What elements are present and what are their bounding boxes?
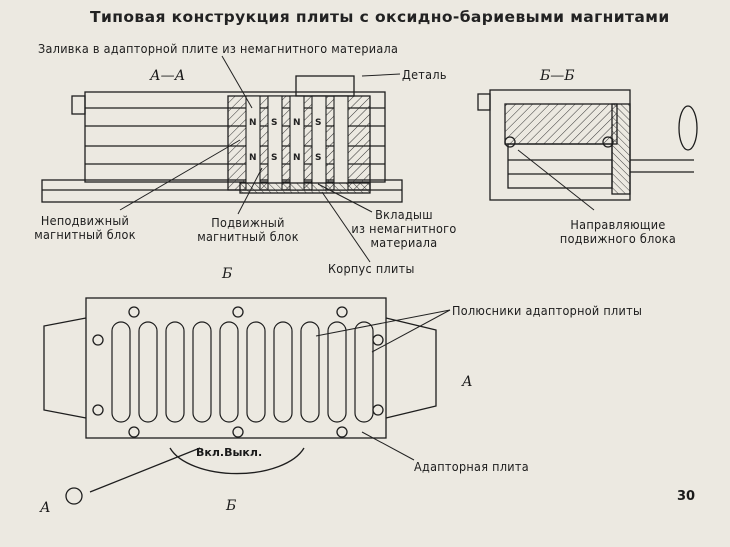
left-end-stop bbox=[71, 95, 86, 115]
label-insert-line3: материала bbox=[370, 235, 438, 250]
section-bb-caption: Б—Б bbox=[540, 68, 575, 84]
section-a-mark-left: А bbox=[40, 500, 51, 516]
pole-letter-group: N S N S N S N S bbox=[249, 118, 321, 163]
slide-title: Типовая конструкция плиты с оксидно-бари… bbox=[90, 8, 670, 26]
label-adapter-plate: Адапторная плита bbox=[414, 459, 529, 474]
pole-letter: N bbox=[249, 153, 257, 163]
part-workpiece bbox=[295, 75, 355, 97]
plan-view bbox=[43, 297, 437, 505]
left-flange bbox=[43, 317, 87, 419]
label-moving-block-line1: Подвижный bbox=[211, 215, 285, 230]
label-insert-line2: из немагнитного bbox=[351, 221, 457, 236]
label-guides-line2: подвижного блока bbox=[559, 231, 677, 246]
label-body: Корпус плиты bbox=[328, 261, 415, 276]
page-number: 30 bbox=[677, 489, 696, 504]
base-body-plate bbox=[41, 179, 403, 203]
label-guides-line1: Направляющие bbox=[570, 217, 666, 232]
pole-letter: N bbox=[293, 153, 301, 163]
lever-arm bbox=[89, 447, 201, 493]
label-moving-block-line2: магнитный блок bbox=[197, 229, 299, 244]
bb-roller-right bbox=[602, 136, 614, 148]
label-guides: Направляющие подвижного блока bbox=[556, 218, 680, 246]
pole-letter: S bbox=[315, 118, 321, 128]
mounting-holes bbox=[92, 306, 384, 438]
plate-outline bbox=[85, 297, 387, 439]
section-aa-caption: А—А bbox=[150, 68, 186, 84]
bb-side-guide bbox=[611, 103, 631, 195]
leader-lines bbox=[119, 55, 595, 461]
pole-letter: S bbox=[271, 118, 277, 128]
pole-letter: S bbox=[271, 153, 277, 163]
label-part: Деталь bbox=[402, 67, 447, 82]
bb-handle-knob bbox=[678, 105, 698, 151]
bb-magnet-block bbox=[507, 143, 613, 189]
label-fill-adapter: Заливка в адапторной плите из немагнитно… bbox=[38, 41, 399, 56]
bb-clamp bbox=[477, 93, 491, 111]
right-flange bbox=[385, 317, 437, 419]
pole-letter: S bbox=[315, 153, 321, 163]
label-insert-line1: Вкладыш bbox=[375, 207, 433, 222]
pole-slots bbox=[111, 321, 374, 423]
label-fixed-block: Неподвижный магнитный блок bbox=[30, 214, 140, 242]
switch-dial bbox=[169, 447, 305, 475]
label-insert: Вкладыш из немагнитного материала bbox=[348, 208, 460, 250]
pole-letter: N bbox=[249, 118, 257, 128]
section-b-mark-bottom: Б bbox=[226, 498, 237, 514]
magnet-columns bbox=[245, 95, 349, 191]
nonmagnetic-insert bbox=[239, 182, 371, 194]
section-a-mark-right: А bbox=[462, 374, 473, 390]
section-bb-view bbox=[477, 89, 698, 201]
label-poles: Полюсники адапторной плиты bbox=[452, 303, 643, 318]
label-fixed-block-line2: магнитный блок bbox=[34, 227, 136, 242]
section-aa-view bbox=[41, 75, 403, 203]
pole-letter: N bbox=[293, 118, 301, 128]
label-moving-block: Подвижный магнитный блок bbox=[188, 216, 308, 244]
bb-roller-left bbox=[504, 136, 516, 148]
label-fixed-block-line1: Неподвижный bbox=[40, 213, 130, 228]
lever-knob bbox=[65, 487, 83, 505]
section-b-mark-top: Б bbox=[222, 266, 233, 282]
bb-adapter-hatched bbox=[504, 103, 618, 145]
label-switch: Вкл.Выкл. bbox=[196, 446, 263, 459]
